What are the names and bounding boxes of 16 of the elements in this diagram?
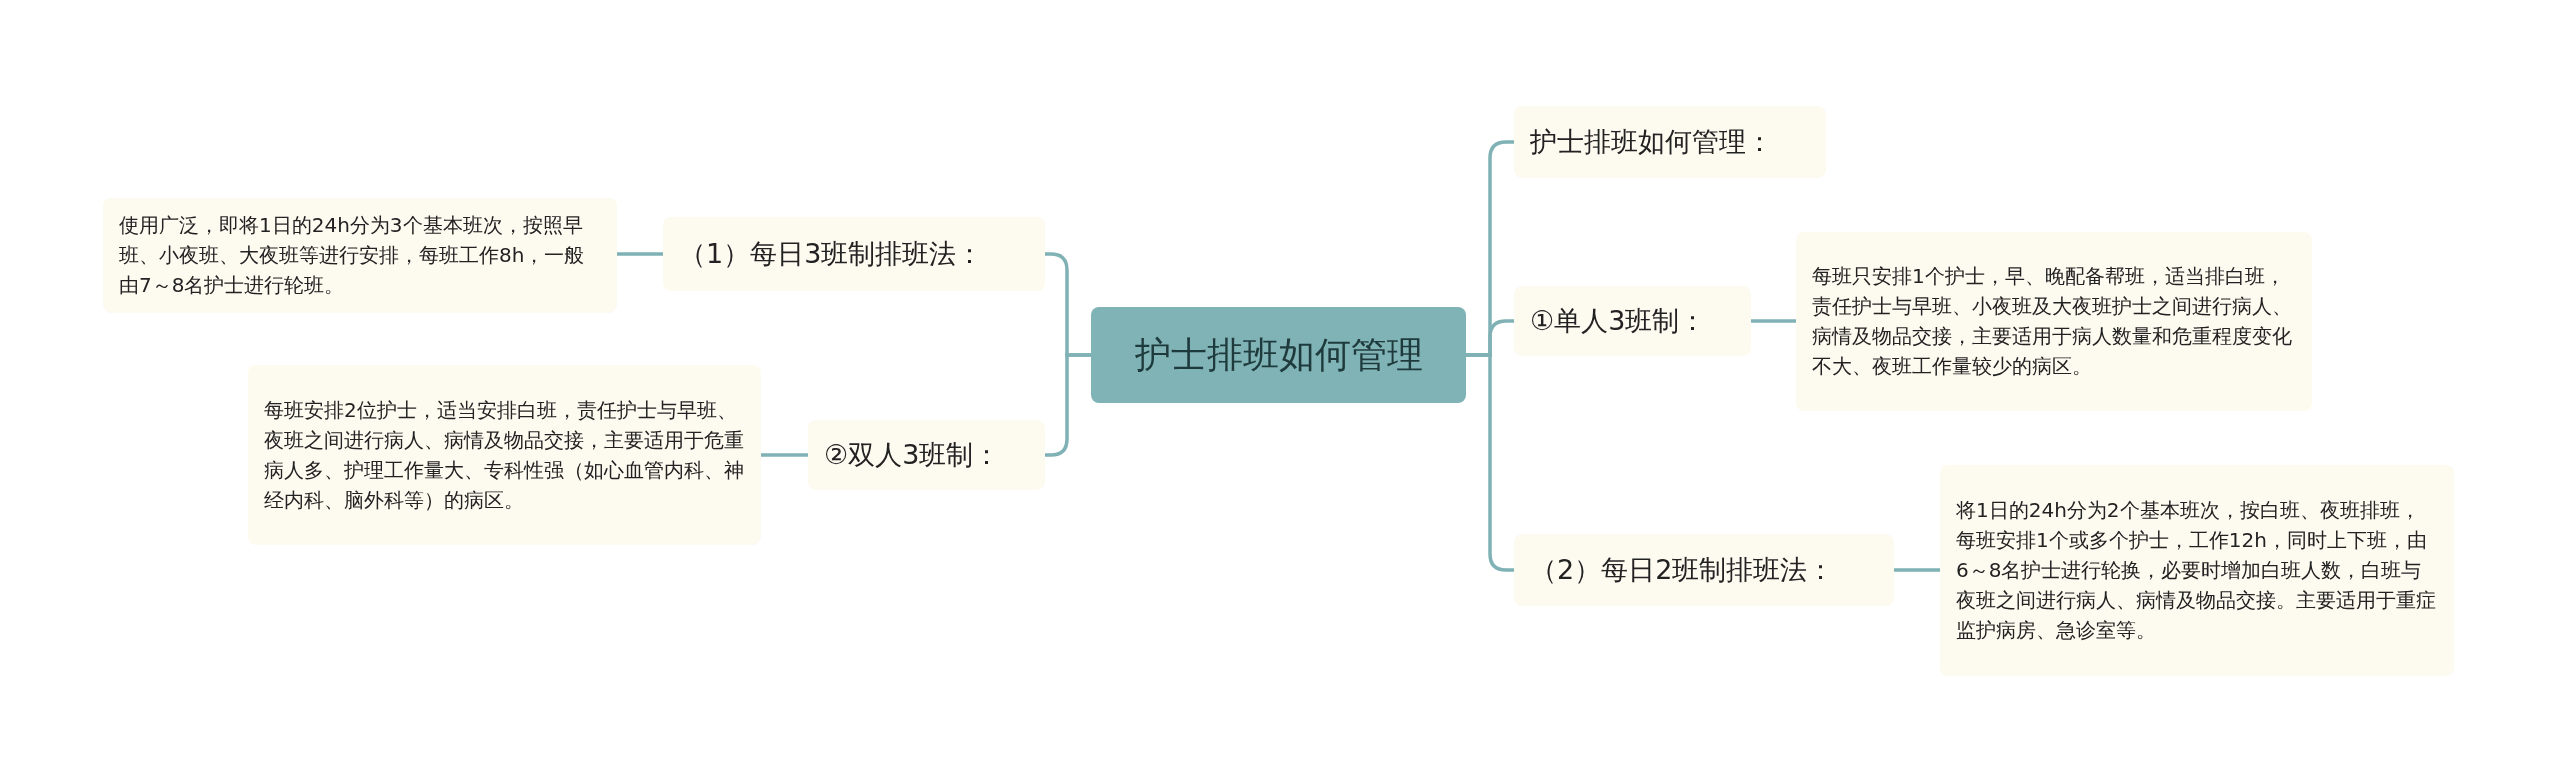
topic-box: （2）每日2班制排班法： <box>1514 534 1894 606</box>
description-box: 使用广泛，即将1日的24h分为3个基本班次，按照早班、小夜班、大夜班等进行安排，每班工作8h，一般由7～8名护士进行轮班。 <box>103 197 617 313</box>
connector-line <box>1466 353 1514 572</box>
topic-box: ②双人3班制： <box>808 420 1045 490</box>
connector-line <box>1751 319 1796 323</box>
central-topic-box: 护士排班如何管理 <box>1091 307 1466 403</box>
topic-box: （1）每日3班制排班法： <box>663 217 1045 291</box>
topic-box: 护士排班如何管理： <box>1514 106 1826 178</box>
connector-line <box>761 453 808 457</box>
description-box: 每班只安排1个护士，早、晚配备帮班，适当排白班，责任护士与早班、小夜班及大夜班护士之间进行病人、病情及物品交接，主要适用于病人数量和危重程度变化不大、夜班工作量较少的病区。 <box>1796 231 2312 411</box>
description-box: 将1日的24h分为2个基本班次，按白班、夜班排班，每班安排1个或多个护士，工作12h，同时上下班，由6～8名护士进行轮换，必要时增加白班人数，白班与夜班之间进行病人、病情及物品交接。主要适用于重症监护病房、急诊室等。 <box>1940 464 2454 676</box>
connector-line <box>617 252 663 256</box>
description-box: 每班安排2位护士，适当安排白班，责任护士与早班、夜班之间进行病人、病情及物品交接，主要适用于危重病人多、护理工作量大、专科性强（如心血管内科、神经内科、脑外科等）的病区。 <box>248 365 761 545</box>
connector-line <box>1045 353 1091 457</box>
topic-box: ①单人3班制： <box>1514 286 1751 356</box>
connector-line <box>1894 568 1940 572</box>
